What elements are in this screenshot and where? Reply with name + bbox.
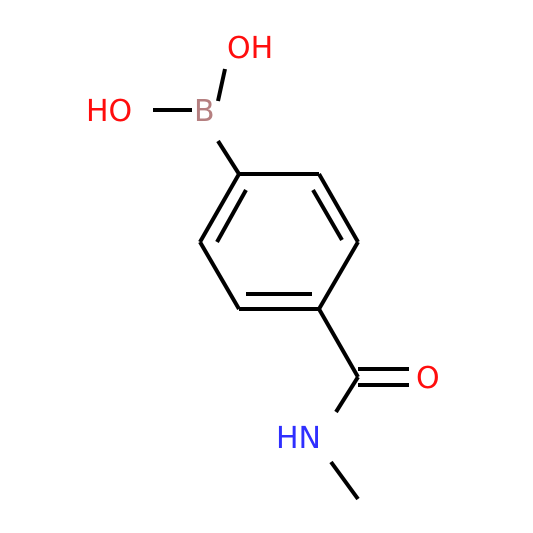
bond-ring-carbonyl <box>317 308 360 378</box>
ho-left-label: HO <box>86 94 132 129</box>
bond-ring-3 <box>317 240 360 311</box>
bond-ring-5 <box>198 240 241 311</box>
bond-b-ring <box>216 139 241 176</box>
bond-ring-inner-3 <box>215 189 248 243</box>
bond-b-oh-top <box>216 68 227 102</box>
bonds <box>153 68 409 501</box>
boron-label: B <box>194 94 215 129</box>
bond-c-n <box>334 375 360 414</box>
nitrogen-label: HN <box>276 421 321 456</box>
bond-ring-inner-1 <box>311 188 344 242</box>
bond-ring-2 <box>317 173 360 243</box>
bond-ring-6 <box>198 173 241 243</box>
bond-n-methyl <box>329 460 360 501</box>
oxygen-label: O <box>416 361 440 396</box>
oh-top-label: OH <box>227 31 273 66</box>
